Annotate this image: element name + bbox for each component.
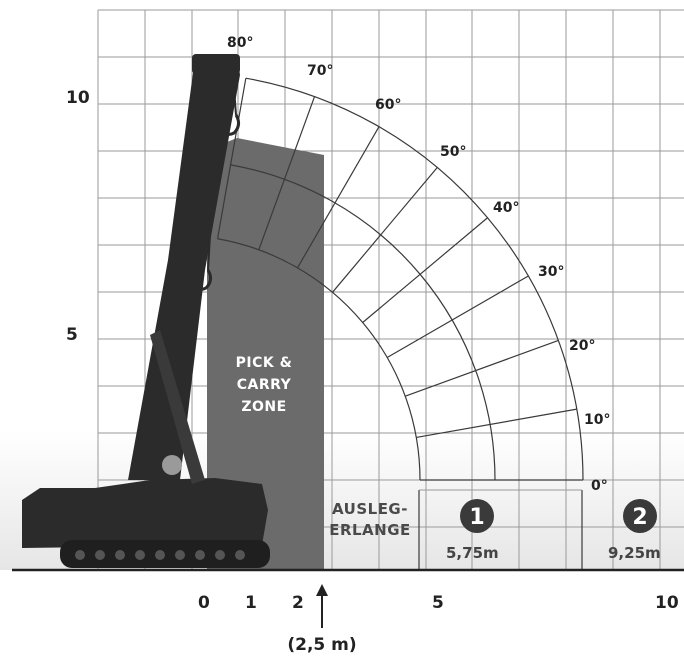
angle-ray <box>416 408 577 439</box>
hook-icon-lower <box>194 269 213 291</box>
pick-carry-zone <box>207 138 324 570</box>
y-label-10: 10 <box>66 88 90 108</box>
pick-carry-line1: PICK & <box>236 355 293 371</box>
angle-ray <box>332 167 438 293</box>
reach-arcs <box>216 77 584 481</box>
angle-ray <box>216 78 247 239</box>
reach-value-1: 5,75m <box>446 544 499 562</box>
ausleg-line2: ERLANGE <box>329 521 411 539</box>
marker-label: (2,5 m) <box>287 635 356 655</box>
x-label-10: 10 <box>655 593 679 613</box>
reach-value-2: 9,25m <box>608 544 661 562</box>
angle-ray <box>296 126 380 269</box>
crane <box>22 54 270 568</box>
x-label-1: 1 <box>245 593 257 613</box>
reach-arc <box>217 238 421 481</box>
reach-badge-2: 2 <box>623 499 657 533</box>
angle-ray <box>405 339 559 397</box>
ausleg-line1: AUSLEG- <box>332 500 408 518</box>
angle-label-20: 20° <box>569 338 595 354</box>
x-label-0: 0 <box>198 593 210 613</box>
angle-label-0: 0° <box>591 478 608 494</box>
angle-labels: 80° 70° 60° 50° 40° 30° 20° 10° 0° <box>227 35 610 494</box>
angle-label-80: 80° <box>227 35 253 51</box>
angle-label-70: 70° <box>307 63 333 79</box>
angle-label-60: 60° <box>375 97 401 113</box>
reach-badge-1-number: 1 <box>469 505 484 530</box>
pick-carry-line2: CARRY <box>237 377 292 393</box>
angle-ray <box>258 96 316 250</box>
angle-label-30: 30° <box>538 264 564 280</box>
pick-carry-line3: ZONE <box>241 399 286 415</box>
angle-label-50: 50° <box>440 144 466 160</box>
x-label-5: 5 <box>432 593 444 613</box>
angle-label-40: 40° <box>493 200 519 216</box>
angle-ray <box>386 275 529 359</box>
x-label-2: 2 <box>292 593 304 613</box>
up-arrow-icon <box>316 584 328 628</box>
reach-badge-1: 1 <box>460 499 494 533</box>
angle-ray <box>362 217 488 323</box>
hook-icon <box>222 114 241 136</box>
angle-label-10: 10° <box>584 412 610 428</box>
y-label-5: 5 <box>66 325 78 345</box>
reach-badge-2-number: 2 <box>632 505 647 530</box>
